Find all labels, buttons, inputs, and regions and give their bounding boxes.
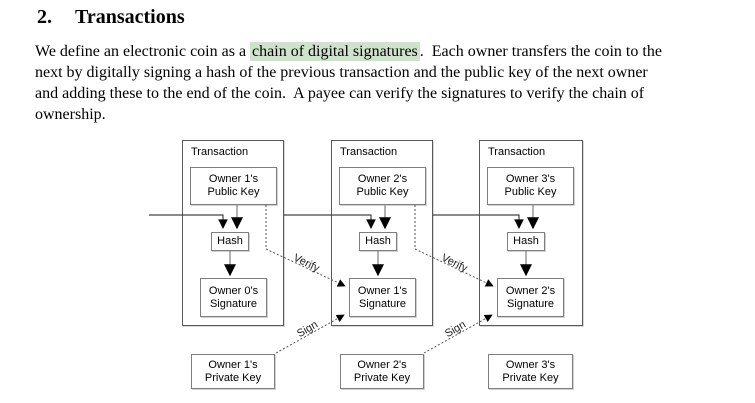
body-paragraph: We define an electronic coin as a chain … (35, 41, 735, 125)
hash-box-2: Hash (359, 232, 397, 251)
transaction-label: Transaction (340, 146, 398, 158)
signature-box-2: Owner 1's Signature (349, 278, 416, 317)
section-title: Transactions (75, 6, 185, 28)
sign-label-2: Sign (443, 319, 468, 340)
paragraph-line: ownership. (35, 106, 106, 123)
paragraph-line: and adding these to the end of the coin.… (35, 85, 645, 102)
private-key-box-2: Owner 2's Private Key (340, 354, 424, 389)
paragraph-line: next by digitally signing a hash of the … (35, 64, 648, 81)
public-key-box-1: Owner 1's Public Key (190, 167, 277, 205)
paragraph-text: We define an electronic coin as a (35, 43, 251, 60)
sign-label-1: Sign (295, 319, 320, 340)
public-key-box-3: Owner 3's Public Key (487, 167, 574, 205)
verify-label-1: Verify (291, 252, 321, 275)
public-key-box-2: Owner 2's Public Key (339, 167, 426, 205)
transaction-label: Transaction (488, 146, 546, 158)
paragraph-text: . Each owner transfers the coin to the (419, 43, 662, 60)
verify-label-2: Verify (439, 252, 469, 275)
private-key-box-1: Owner 1's Private Key (191, 354, 275, 389)
highlighted-phrase: chain of digital signatures (250, 42, 420, 61)
signature-box-1: Owner 0's Signature (200, 278, 267, 317)
signature-box-3: Owner 2's Signature (497, 278, 564, 317)
section-heading: 2. Transactions (37, 6, 185, 29)
hash-box-3: Hash (507, 232, 545, 251)
transaction-label: Transaction (191, 146, 249, 158)
paragraph-line: We define an electronic coin as a chain … (35, 41, 735, 62)
section-number: 2. (37, 6, 52, 28)
hash-box-1: Hash (211, 232, 249, 251)
private-key-box-3: Owner 3's Private Key (488, 354, 573, 389)
